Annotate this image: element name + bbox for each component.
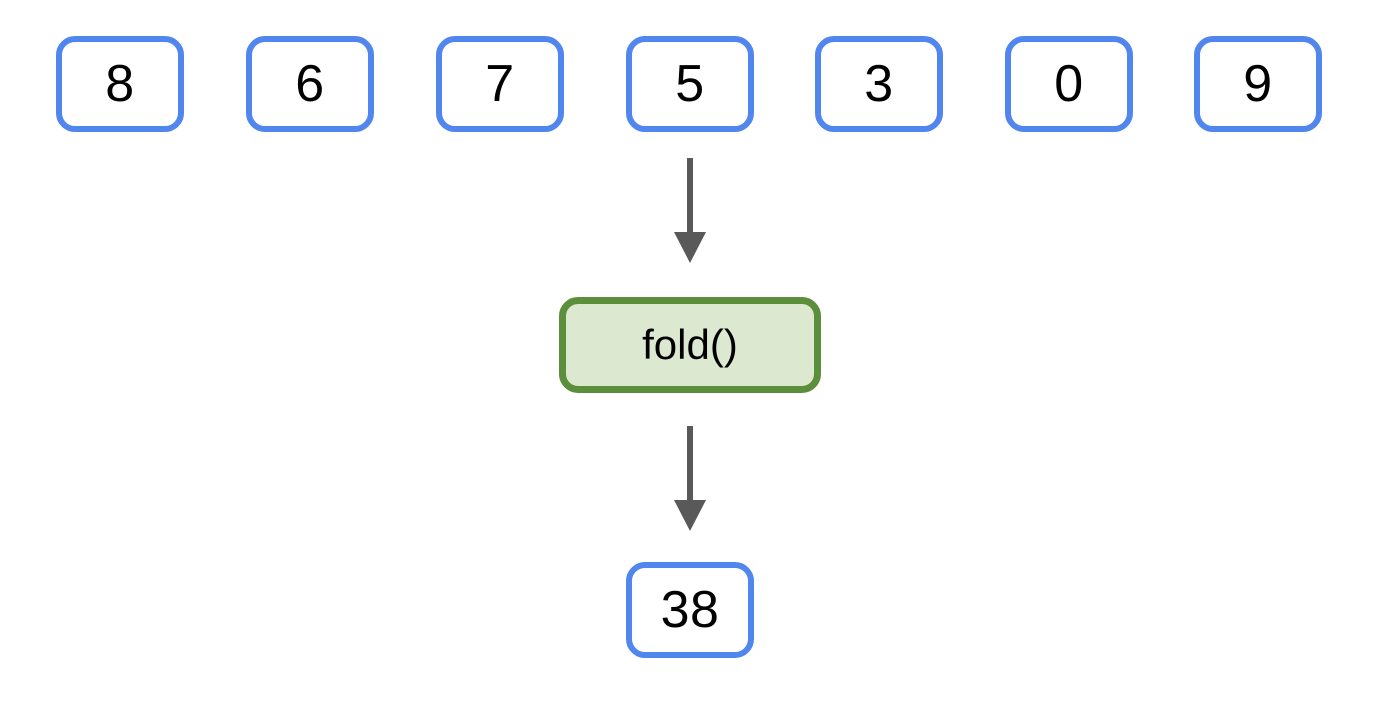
result-value-label: 38 [660, 581, 720, 639]
value-box-2[interactable]: 7 [436, 36, 564, 132]
value-box-6[interactable]: 9 [1194, 36, 1322, 132]
arrow-input-to-fold [674, 158, 706, 263]
value-box-label: 8 [105, 55, 135, 113]
fold-operation-label: fold() [642, 321, 738, 368]
value-box-0[interactable]: 8 [56, 36, 184, 132]
value-box-3[interactable]: 5 [626, 36, 754, 132]
value-box-label: 3 [864, 55, 894, 113]
value-box-label: 9 [1243, 55, 1273, 113]
arrow-head-icon [674, 500, 706, 531]
fold-operation-box[interactable]: fold() [559, 297, 821, 393]
value-box-1[interactable]: 6 [246, 36, 374, 132]
value-box-label: 0 [1054, 55, 1084, 113]
value-box-label: 6 [295, 55, 325, 113]
value-box-5[interactable]: 0 [1005, 36, 1133, 132]
value-box-4[interactable]: 3 [815, 36, 943, 132]
value-box-label: 5 [675, 55, 705, 113]
result-value-box[interactable]: 38 [626, 562, 754, 658]
arrow-fold-to-result [674, 426, 706, 531]
arrow-head-icon [674, 232, 706, 263]
value-box-label: 7 [485, 55, 515, 113]
